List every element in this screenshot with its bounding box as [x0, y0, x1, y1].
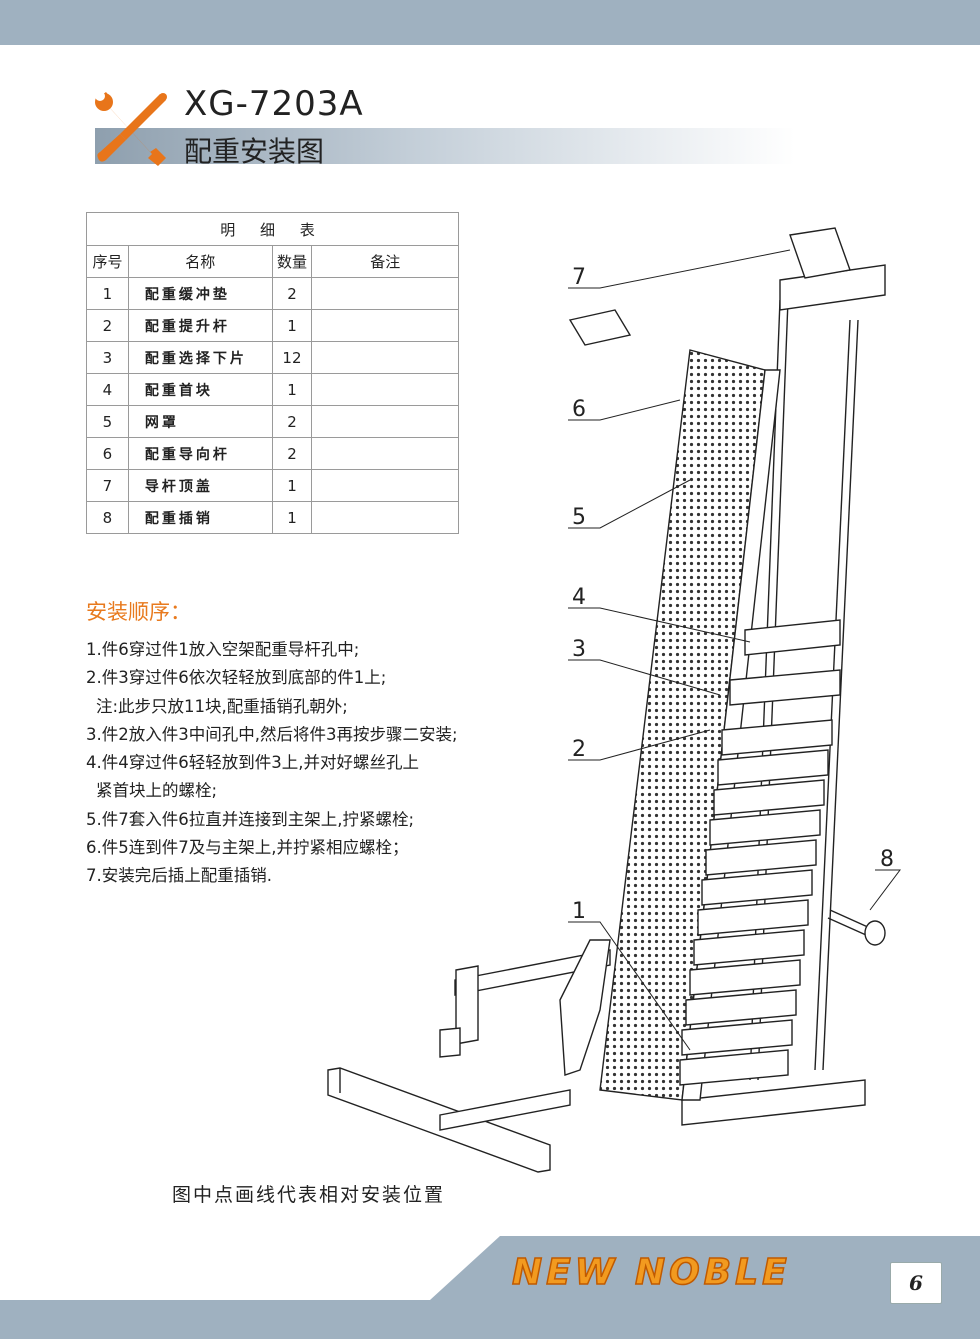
- table-row: 3 配重选择下片 12: [86, 341, 459, 374]
- cell-qty: 1: [271, 469, 313, 502]
- step-line: 1.件6穿过件1放入空架配重导杆孔中;: [86, 640, 360, 659]
- cell-no: 8: [86, 501, 129, 534]
- cell-note: [311, 309, 459, 342]
- cell-name: 配重缓冲垫: [127, 277, 273, 310]
- page-badge: 6: [890, 1262, 942, 1304]
- table-row: 4 配重首块 1: [86, 373, 459, 406]
- table-row: 6 配重导向杆 2: [86, 437, 459, 470]
- selector-pin: [827, 909, 886, 946]
- cell-name: 配重首块: [127, 373, 273, 406]
- cell-no: 6: [86, 437, 129, 470]
- callout-1: 1: [572, 899, 586, 924]
- cell-name: 配重提升杆: [127, 309, 273, 342]
- cell-qty: 2: [271, 277, 313, 310]
- cell-no: 1: [86, 277, 129, 310]
- cell-name: 配重导向杆: [127, 437, 273, 470]
- top-band: [0, 0, 980, 45]
- base-frame: [327, 939, 866, 1173]
- callout-leaders: [568, 249, 901, 1051]
- parts-table: 明 细 表 序号 名称 数量 备注 1 配重缓冲垫 2 2 配重提升杆 1 3 …: [86, 212, 459, 534]
- step-line: 7.安装完后插上配重插销.: [86, 866, 272, 886]
- cell-no: 4: [86, 373, 129, 406]
- cell-qty: 2: [271, 437, 313, 470]
- page-number: 6: [909, 1271, 923, 1295]
- table-row: 5 网罩 2: [86, 405, 459, 438]
- brand-logo: NEW NOBLE: [511, 1251, 791, 1294]
- table-row: 2 配重提升杆 1: [86, 309, 459, 342]
- cell-note: [311, 277, 459, 310]
- cell-note: [311, 341, 459, 374]
- callout-6: 6: [572, 397, 586, 422]
- cell-no: 2: [86, 309, 129, 342]
- install-steps: 1.件6穿过件1放入空架配重导杆孔中; 2.件3穿过件6依次轻轻放到底部的件1上…: [86, 636, 506, 891]
- cell-note: [311, 437, 459, 470]
- model-number: XG-7203A: [184, 84, 364, 124]
- diagram-caption: 图中点画线代表相对安装位置: [172, 1184, 446, 1206]
- table-row: 1 配重缓冲垫 2: [86, 277, 459, 310]
- cell-qty: 2: [271, 405, 313, 438]
- cell-qty: 1: [271, 501, 313, 534]
- table-row: 8 配重插销 1: [86, 501, 459, 534]
- weight-stack: [679, 619, 841, 1086]
- callout-8: 8: [880, 847, 894, 872]
- cell-qty: 1: [271, 373, 313, 406]
- wrench-screwdriver-icon: [95, 91, 167, 166]
- title-band: [95, 128, 795, 164]
- cell-qty: 1: [271, 309, 313, 342]
- footer-shape: [0, 1236, 980, 1339]
- callout-3: 3: [572, 637, 586, 662]
- step-line: 3.件2放入件3中间孔中,然后将件3再按步骤二安装;: [86, 724, 458, 744]
- table-row: 7 导杆顶盖 1: [86, 469, 459, 502]
- assembly-diagram: 7 6 5 4 3 2 1 8: [327, 227, 901, 1173]
- install-steps-title: 安装顺序：: [86, 600, 191, 624]
- step-line: 4.件4穿过件6轻轻放到件3上,并对好螺丝孔上: [86, 753, 419, 773]
- callout-7: 7: [572, 265, 586, 290]
- cell-name: 配重插销: [127, 501, 273, 534]
- col-header-no: 序号: [86, 245, 129, 278]
- step-line: 5.件7套入件6拉直并连接到主架上,拧紧螺栓;: [86, 809, 415, 829]
- col-header-note: 备注: [311, 245, 459, 278]
- cell-note: [311, 501, 459, 534]
- col-header-qty: 数量: [271, 245, 313, 278]
- page-title: 配重安装图: [184, 135, 325, 168]
- cell-no: 5: [86, 405, 129, 438]
- step-note: 注:此步只放11块,配重插销孔朝外;: [96, 696, 348, 716]
- cell-qty: 12: [271, 341, 313, 374]
- cell-name: 网罩: [127, 405, 273, 438]
- cell-note: [311, 373, 459, 406]
- cell-name: 导杆顶盖: [127, 469, 273, 502]
- step-line-continued: 紧首块上的螺栓;: [96, 781, 218, 801]
- callout-2: 2: [572, 737, 586, 762]
- cell-no: 7: [86, 469, 129, 502]
- col-header-name: 名称: [127, 245, 273, 278]
- callout-4: 4: [572, 585, 586, 610]
- callout-5: 5: [572, 505, 586, 530]
- step-line: 6.件5连到件7及与主架上,并拧紧相应螺栓；: [86, 838, 409, 858]
- step-line: 2.件3穿过件6依次轻轻放到底部的件1上;: [86, 668, 387, 688]
- cell-name: 配重选择下片: [127, 341, 273, 374]
- cell-no: 3: [86, 341, 129, 374]
